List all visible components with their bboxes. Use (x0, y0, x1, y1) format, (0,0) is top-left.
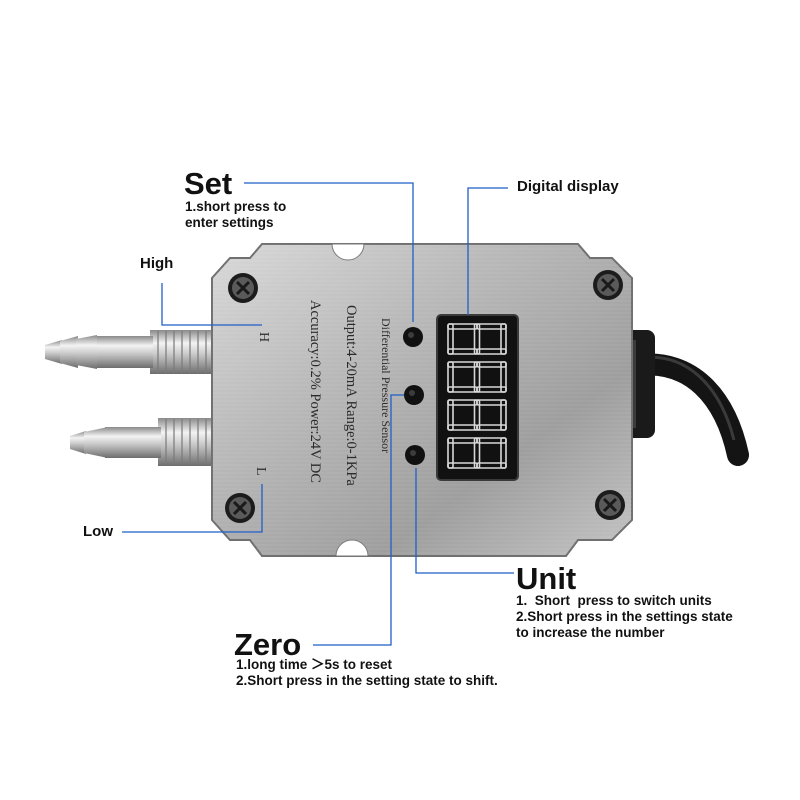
cable (629, 353, 749, 466)
unit-description: 1. Short press to switch units 2.Short p… (516, 593, 733, 640)
display-leader-line (467, 187, 508, 315)
set-description: 1.short press to enter settings (185, 199, 287, 230)
display-segment (476, 437, 507, 444)
zero-button[interactable] (404, 385, 424, 405)
low-label: Low (83, 523, 113, 540)
zero-title: Zero (234, 627, 302, 662)
screw-top-right (593, 270, 623, 300)
set-title: Set (184, 166, 233, 201)
port-high-mark: H (256, 332, 271, 342)
set-button[interactable] (403, 327, 423, 347)
screw-top-left (228, 273, 258, 303)
low-pressure-port (70, 418, 222, 466)
display-segment (473, 437, 481, 469)
display-segment (473, 323, 481, 355)
screw-bottom-right (595, 490, 625, 520)
display-digit (447, 361, 507, 393)
display-digit (447, 399, 507, 431)
unit-title: Unit (516, 561, 577, 596)
display-segment (476, 399, 507, 406)
plate-line-3: Accuracy:0.2% Power:24V DC (307, 300, 323, 483)
display-segment (473, 399, 481, 431)
digital-display (436, 314, 519, 481)
display-digits (447, 323, 507, 469)
leader-lines (122, 182, 514, 646)
high-leader-line (161, 283, 262, 326)
set-leader-line (244, 182, 414, 322)
zero-description: 1.long time ＞5s to reset 2.Short press i… (236, 657, 498, 688)
high-label: High (140, 255, 174, 272)
port-low-mark: L (253, 467, 268, 476)
display-segment (476, 361, 507, 368)
display-segment (473, 361, 481, 393)
zero-leader-line (313, 394, 404, 646)
plate-line-2: Output:4-20mA Range:0-1KPa (343, 305, 359, 486)
unit-leader-line (415, 468, 514, 574)
display-digit (447, 323, 507, 355)
unit-button[interactable] (405, 445, 425, 465)
digital-display-label: Digital display (517, 178, 619, 195)
plate-line-1: Differential Pressure Sensor (379, 318, 393, 453)
display-segment (476, 323, 507, 330)
high-pressure-port (45, 330, 220, 374)
screw-bottom-left (225, 493, 255, 523)
low-leader-line (122, 484, 263, 533)
display-digit (447, 437, 507, 469)
